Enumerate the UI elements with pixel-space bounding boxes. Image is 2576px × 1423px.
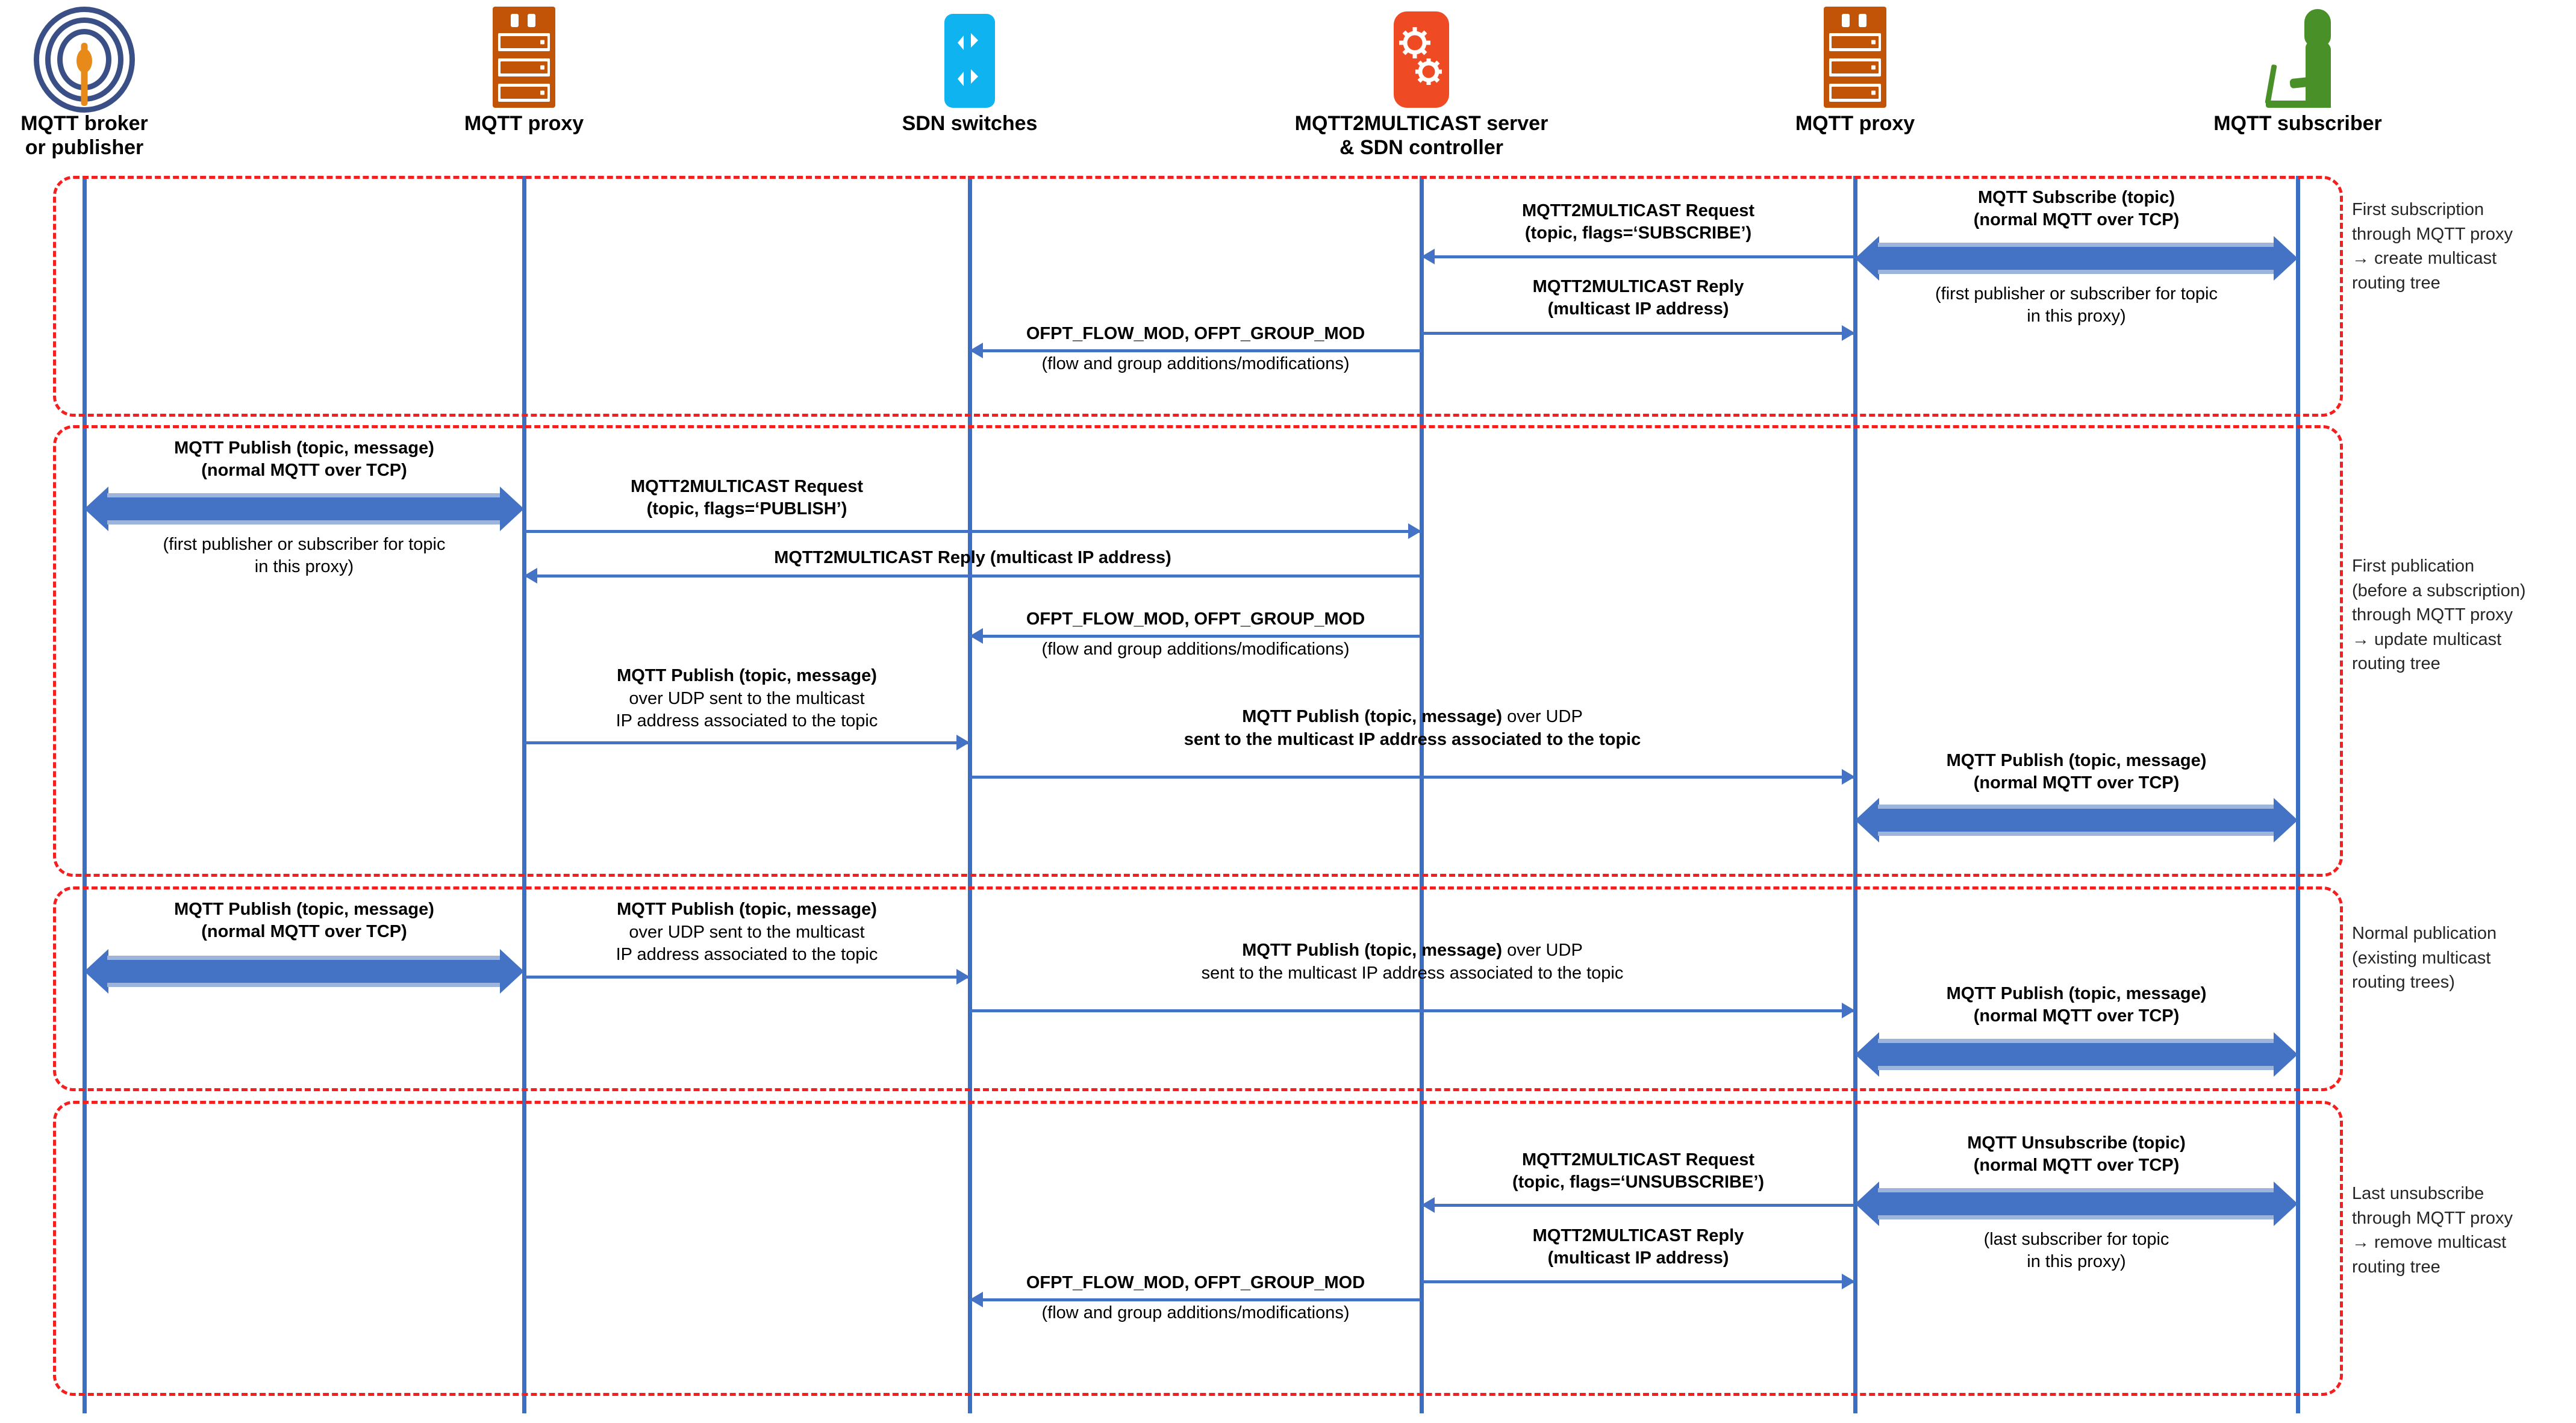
- msg-label-deliver-publish-p2: MQTT Publish (topic, message) (normal MQ…: [1946, 751, 2207, 792]
- phase-box-normal-publication: [53, 886, 2343, 1091]
- msg-subnote-udp-publish-long-p3: sent to the multicast IP address associa…: [1201, 964, 1624, 983]
- actor-label: MQTT proxy: [464, 112, 584, 135]
- actor-server: MQTT2MULTICAST server & SDN controller: [1235, 2, 1608, 160]
- actor-label: SDN switches: [902, 112, 1038, 135]
- msg-label-udp-publish-short-p3: MQTT Publish (topic, message): [617, 900, 877, 919]
- block-arrow-unsubscribe: [1855, 1182, 2298, 1226]
- msg-label-udp-publish-short-p2: MQTT Publish (topic, message): [617, 666, 877, 685]
- msg-label-deliver-publish-p3: MQTT Publish (topic, message) (normal MQ…: [1946, 984, 2207, 1026]
- arrow-head-left: [1421, 249, 1435, 264]
- actor-label: MQTT proxy: [1795, 112, 1915, 135]
- msg-label-udp-publish-long-p3: MQTT Publish (topic, message) over UDP: [1242, 941, 1583, 960]
- actor-broker: MQTT broker or publisher: [0, 2, 271, 160]
- arrow-head-left: [970, 343, 983, 358]
- lifeline-proxy-left: [522, 176, 526, 1413]
- msg-subnote-flowmod-4: (flow and group additions/modifications): [1041, 1303, 1350, 1322]
- msg-label-mqtt-unsubscribe: MQTT Unsubscribe (topic) (normal MQTT ov…: [1967, 1133, 2186, 1175]
- network-switch-icon: [783, 2, 1156, 108]
- arrow-head-left: [1421, 1197, 1435, 1213]
- msg-label-udp-publish-long-p2: MQTT Publish (topic, message) over UDP: [1242, 707, 1583, 726]
- phase-note-3: Normal publication (existing multicast r…: [2352, 924, 2497, 992]
- wifi-broadcast-icon: [0, 2, 271, 113]
- msg-subnote-last-subscriber: (last subscriber for topic in this proxy…: [1983, 1230, 2169, 1271]
- msg-label-flowmod-1: OFPT_FLOW_MOD, OFPT_GROUP_MOD: [1026, 324, 1365, 343]
- msg-subnote-first-pub-or-sub-p2: (first publisher or subscriber for topic…: [163, 535, 446, 576]
- actor-label: MQTT subscriber: [2213, 112, 2382, 135]
- arrow-m2m-request-publish: [524, 530, 1421, 533]
- server-rack-icon: [337, 2, 711, 108]
- lifeline-proxy-right: [1853, 176, 1857, 1413]
- msg-label-m2m-reply-subscribe: MQTT2MULTICAST Reply (multicast IP addre…: [1532, 277, 1744, 319]
- arrow-udp-publish-short-p3: [524, 976, 970, 979]
- person-laptop-icon: [2111, 2, 2484, 108]
- msg-label-m2m-reply-publish: MQTT2MULTICAST Reply (multicast IP addre…: [774, 548, 1171, 567]
- msg-label-m2m-reply-unsubscribe: MQTT2MULTICAST Reply (multicast IP addre…: [1532, 1226, 1744, 1268]
- arrow-udp-publish-long-p2: [970, 776, 1855, 779]
- msg-label-m2m-request-publish: MQTT2MULTICAST Request (topic, flags=‘PU…: [630, 477, 864, 518]
- arrow-m2m-reply-subscribe: [1421, 332, 1855, 335]
- arrow-flowmod-2: [970, 635, 1421, 638]
- msg-subnote-udp-publish-short-p2: over UDP sent to the multicast IP addres…: [616, 689, 878, 730]
- arrow-m2m-reply-unsubscribe: [1421, 1280, 1855, 1283]
- phase-box-first-subscription: [53, 176, 2343, 417]
- server-rack-icon: [1668, 2, 2042, 108]
- msg-label-flowmod-2: OFPT_FLOW_MOD, OFPT_GROUP_MOD: [1026, 609, 1365, 629]
- phase-box-last-unsubscribe: [53, 1101, 2343, 1396]
- phase-note-2: First publication (before a subscription…: [2352, 556, 2526, 674]
- arrow-head-right: [1842, 325, 1855, 341]
- msg-label-mqtt-subscribe: MQTT Subscribe (topic) (normal MQTT over…: [1973, 188, 2180, 229]
- arrow-head-right: [1842, 1003, 1855, 1018]
- block-arrow-publish-p3: [84, 949, 524, 994]
- msg-label-mqtt-publish-p3: MQTT Publish (topic, message) (normal MQ…: [174, 900, 434, 941]
- msg-subnote-udp-publish-long-p2: sent to the multicast IP address associa…: [1184, 730, 1641, 749]
- msg-label-m2m-request-subscribe: MQTT2MULTICAST Request (topic, flags=‘SU…: [1521, 201, 1755, 243]
- phase-note-4: Last unsubscribe through MQTT proxy → re…: [2352, 1184, 2513, 1277]
- arrow-flowmod-1: [970, 349, 1421, 352]
- arrow-head-left: [970, 1292, 983, 1307]
- arrow-m2m-reply-publish: [524, 574, 1421, 578]
- msg-subnote-udp-publish-short-p3: over UDP sent to the multicast IP addres…: [616, 923, 878, 964]
- lifeline-subscriber: [2296, 176, 2300, 1413]
- msg-label-m2m-request-unsubscribe: MQTT2MULTICAST Request (topic, flags=‘UN…: [1512, 1150, 1765, 1192]
- block-arrow-deliver-publish-p2: [1855, 798, 2298, 842]
- arrow-head-right: [956, 969, 970, 985]
- actor-label: MQTT broker or publisher: [20, 112, 148, 160]
- actor-label: MQTT2MULTICAST server & SDN controller: [1294, 112, 1548, 160]
- arrow-head-right: [1842, 769, 1855, 785]
- arrow-head-left: [524, 568, 537, 584]
- arrow-m2m-request-subscribe: [1421, 255, 1855, 258]
- msg-subnote-flowmod-1: (flow and group additions/modifications): [1041, 354, 1350, 373]
- arrow-m2m-request-unsubscribe: [1421, 1204, 1855, 1207]
- msg-subnote-first-pub-or-sub: (first publisher or subscriber for topic…: [1935, 284, 2218, 326]
- lifeline-switches: [968, 176, 972, 1413]
- gears-icon: [1235, 2, 1608, 108]
- arrow-head-left: [970, 628, 983, 644]
- msg-subnote-flowmod-2: (flow and group additions/modifications): [1041, 640, 1350, 659]
- msg-label-flowmod-4: OFPT_FLOW_MOD, OFPT_GROUP_MOD: [1026, 1273, 1365, 1292]
- actor-subscriber: MQTT subscriber: [2111, 2, 2484, 135]
- phase-note-1: First subscription through MQTT proxy → …: [2352, 200, 2513, 293]
- arrow-head-right: [956, 735, 970, 750]
- lifeline-server: [1420, 176, 1424, 1413]
- actor-switches: SDN switches: [783, 2, 1156, 135]
- msg-label-mqtt-publish-p2: MQTT Publish (topic, message) (normal MQ…: [174, 438, 434, 480]
- actor-proxy-left: MQTT proxy: [337, 2, 711, 135]
- block-arrow-publish-p2: [84, 487, 524, 531]
- arrow-head-right: [1842, 1274, 1855, 1289]
- block-arrow-subscribe: [1855, 236, 2298, 281]
- lifeline-broker: [83, 176, 87, 1413]
- block-arrow-deliver-publish-p3: [1855, 1032, 2298, 1077]
- actor-proxy-right: MQTT proxy: [1668, 2, 2042, 135]
- arrow-udp-publish-long-p3: [970, 1009, 1855, 1012]
- phase-box-first-publication: [53, 425, 2343, 877]
- arrow-flowmod-4: [970, 1298, 1421, 1301]
- arrow-head-right: [1408, 523, 1421, 539]
- arrow-udp-publish-short-p2: [524, 741, 970, 744]
